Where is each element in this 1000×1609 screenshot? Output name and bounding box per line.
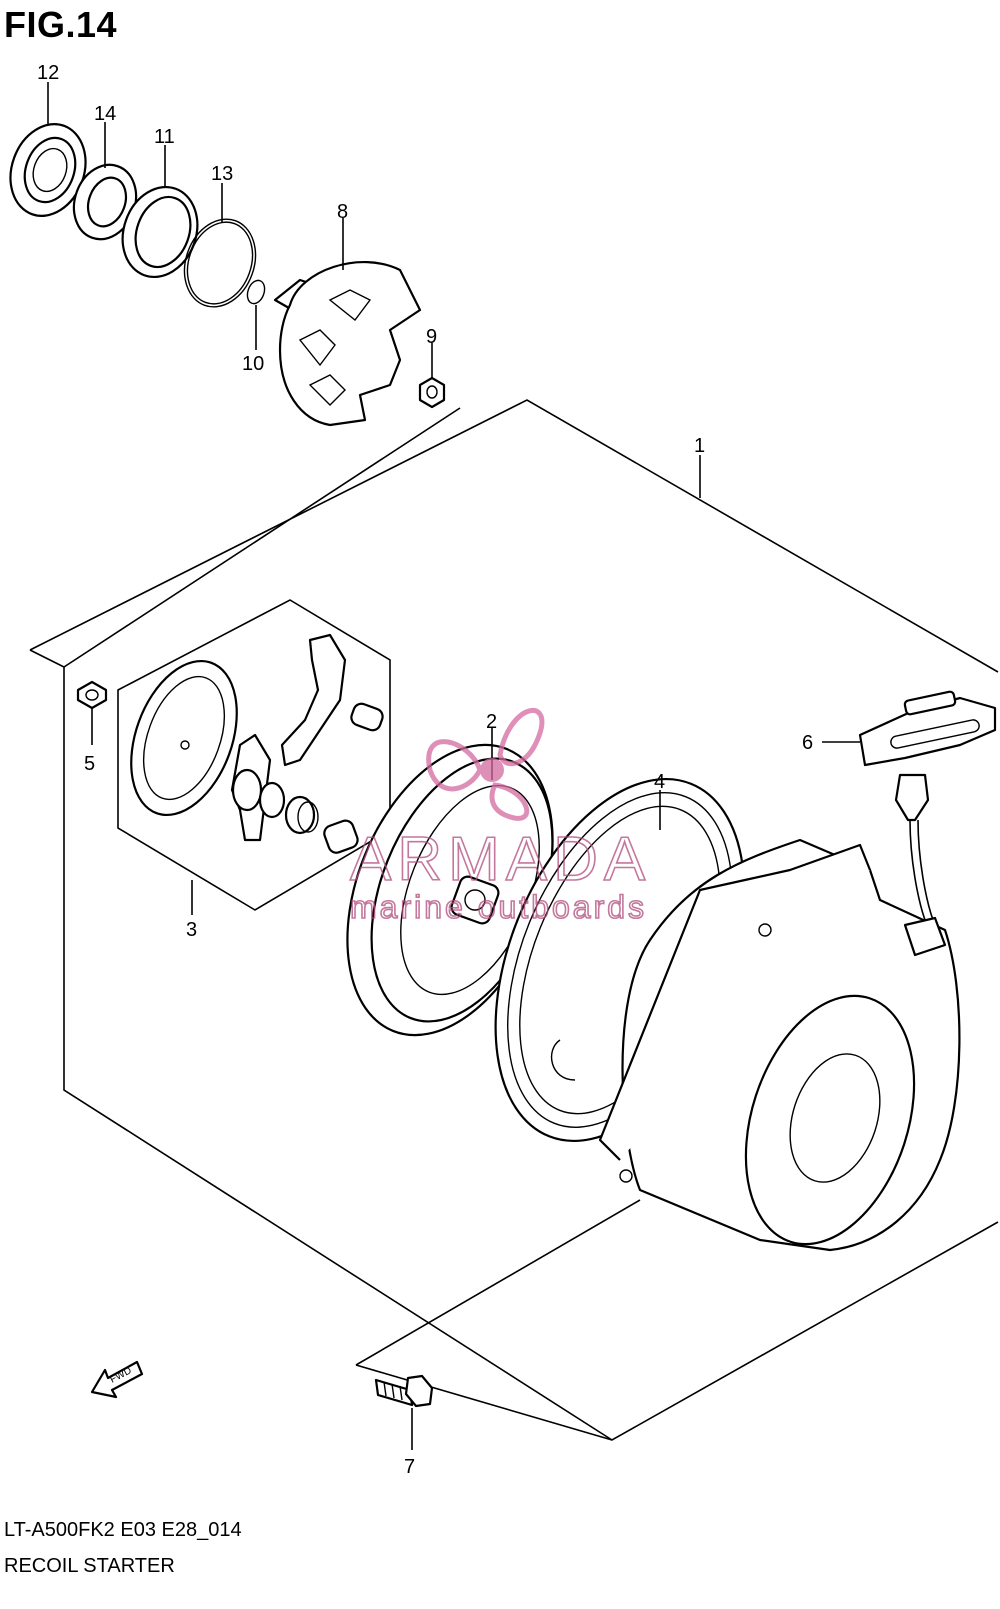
- section-name: RECOIL STARTER: [4, 1555, 175, 1577]
- ref-label-1: 1: [694, 435, 705, 457]
- o-ring-13: [183, 218, 257, 308]
- oil-seal-14: [72, 163, 138, 241]
- model-code: LT-A500FK2 E03 E28_014: [4, 1519, 242, 1541]
- watermark: ARMADA marine outboards: [349, 707, 651, 926]
- bolt-5: [76, 680, 108, 710]
- assembly-outline: [29, 399, 999, 1441]
- watermark-tagline: marine outboards: [350, 889, 647, 925]
- recoil-case-1: [598, 838, 961, 1252]
- leader-lines: [47, 82, 860, 1450]
- ref-label-10: 10: [242, 353, 264, 375]
- ref-label-11: 11: [154, 126, 175, 148]
- nut-9: [418, 376, 446, 409]
- ref-label-13: 13: [211, 163, 233, 185]
- figure-title: FIG.14: [4, 4, 118, 45]
- ref-label-14: 14: [94, 103, 116, 125]
- ref-label-12: 12: [37, 62, 59, 84]
- rope-handle-6: [858, 690, 997, 957]
- ref-label-5: 5: [84, 753, 95, 775]
- ref-label-3: 3: [186, 919, 197, 941]
- ref-label-6: 6: [802, 732, 813, 754]
- watermark-brand: ARMADA: [350, 825, 651, 894]
- ref-label-8: 8: [337, 201, 348, 223]
- pawl-kit-parts-3: [130, 633, 384, 854]
- propeller-logo-icon: [426, 707, 545, 821]
- o-ring-10: [246, 279, 266, 305]
- ref-label-9: 9: [426, 326, 437, 348]
- bolt-7: [374, 1374, 434, 1408]
- ref-label-2: 2: [486, 711, 497, 733]
- starter-cup-8: [273, 261, 422, 427]
- fwd-arrow-icon: FWD: [90, 1360, 144, 1399]
- ref-label-4: 4: [654, 771, 665, 793]
- ref-label-7: 7: [404, 1456, 415, 1478]
- reference-numbers: 12 14 11 13 8 9 10 1 2 4 6 5 3 7: [37, 62, 813, 1478]
